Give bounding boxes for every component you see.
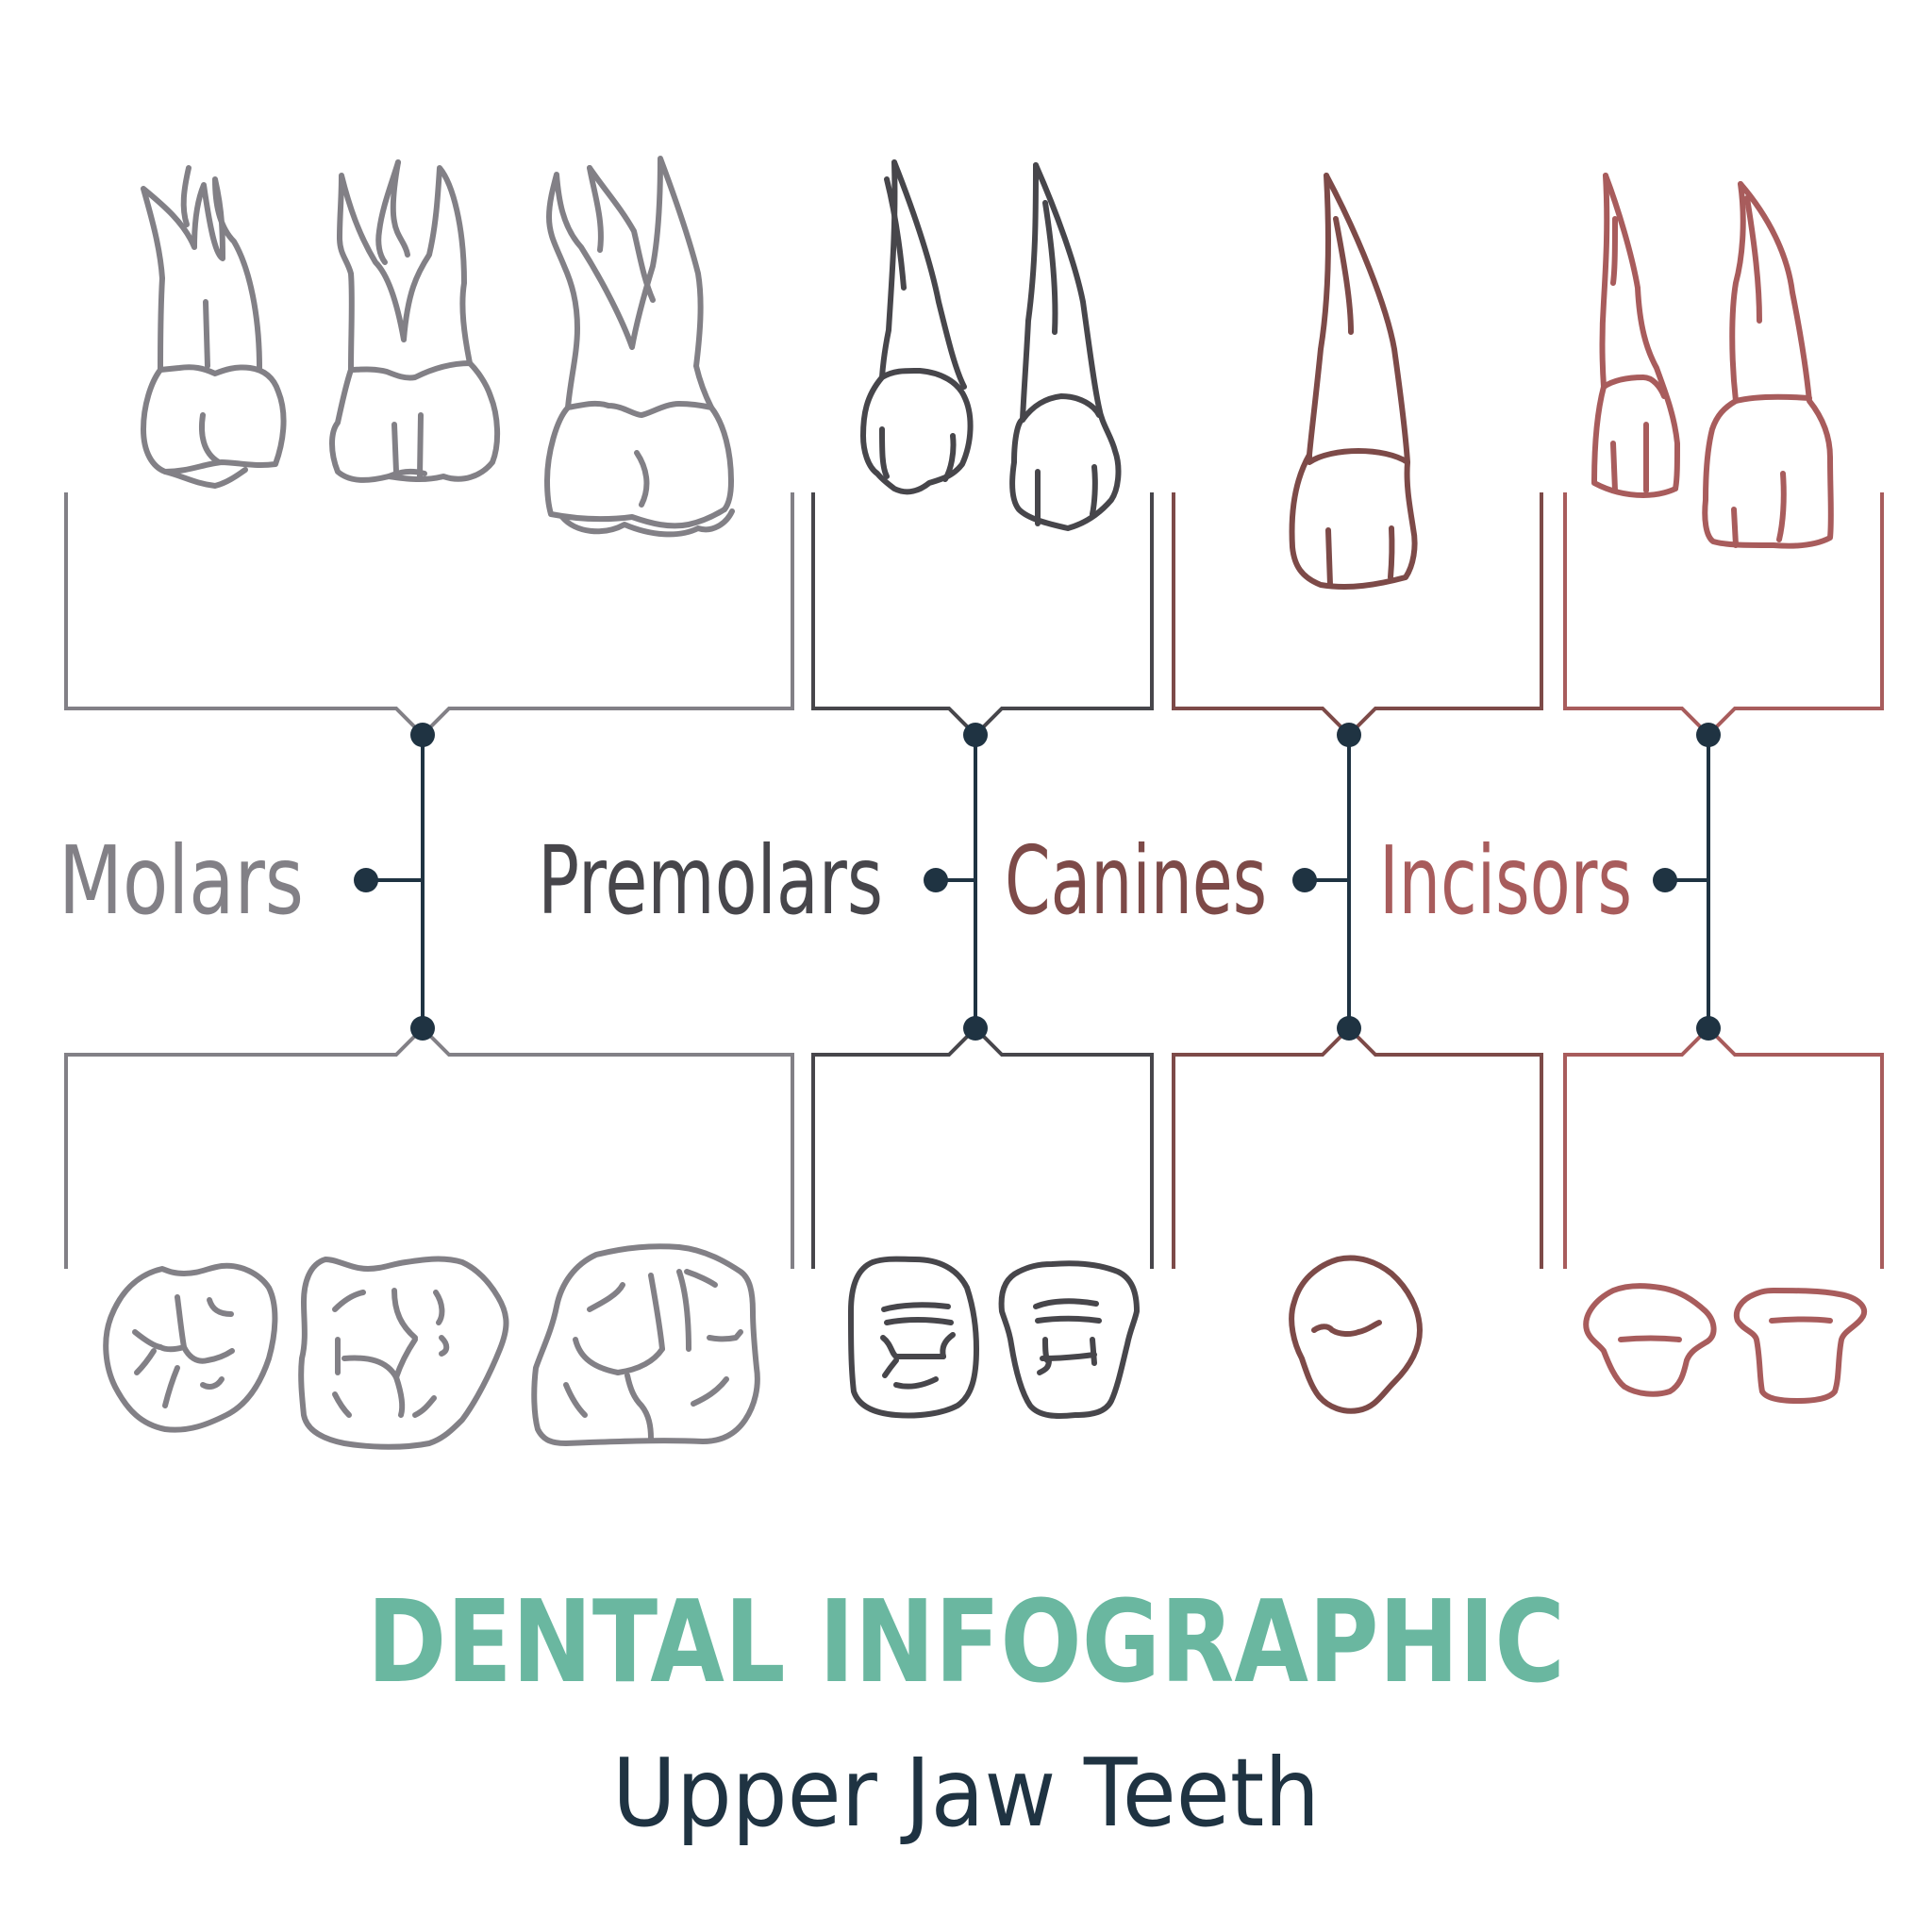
incisors-bottom-node <box>1696 1016 1721 1041</box>
incisors-occlusal-view <box>1583 1283 1868 1404</box>
premolars-top-bracket <box>811 492 1154 738</box>
molars-top-node <box>410 723 435 747</box>
incisor-1-occlusal-icon <box>1583 1283 1717 1397</box>
molar-1-occlusal-icon <box>103 1262 278 1433</box>
molar-3-occlusal-icon <box>531 1243 760 1446</box>
molar-2-occlusal-icon <box>298 1256 509 1450</box>
canine-side-icon <box>1289 173 1418 590</box>
molars-label-node <box>354 868 378 892</box>
page-subtitle: Upper Jaw Teeth <box>612 1738 1320 1848</box>
premolar-2-side-icon <box>1009 162 1122 531</box>
label-canines: Canines <box>1005 825 1267 936</box>
premolar-1-occlusal-icon <box>848 1256 979 1419</box>
canines-top-node <box>1337 723 1361 747</box>
incisors-side-view <box>1591 173 1834 549</box>
canines-occlusal-view <box>1289 1255 1423 1414</box>
incisors-label-node <box>1653 868 1677 892</box>
molars-occlusal-view <box>103 1243 760 1450</box>
molar-1-side-icon <box>141 165 287 489</box>
canines-top-bracket <box>1172 492 1543 738</box>
premolar-1-side-icon <box>860 159 974 495</box>
incisors-top-bracket <box>1563 492 1884 738</box>
canines-label-node <box>1292 868 1317 892</box>
molars-top-bracket <box>64 492 794 738</box>
incisor-2-occlusal-icon <box>1734 1288 1868 1404</box>
premolars-label-node <box>924 868 948 892</box>
page-title: DENTAL INFOGRAPHIC <box>367 1577 1565 1708</box>
molar-2-side-icon <box>329 159 501 483</box>
category-labels: Molars Premolars Canines Incisors <box>58 825 1632 936</box>
canines-side-view <box>1289 173 1418 590</box>
label-molars: Molars <box>58 825 304 936</box>
molar-3-side-icon <box>544 156 735 538</box>
connectors <box>354 723 1721 1041</box>
molars-bottom-bracket <box>64 1025 794 1269</box>
incisor-1-side-icon <box>1591 173 1680 498</box>
incisor-2-side-icon <box>1702 181 1834 549</box>
premolars-bottom-bracket <box>811 1025 1154 1269</box>
incisors-top-node <box>1696 723 1721 747</box>
canines-bottom-bracket <box>1172 1025 1543 1269</box>
label-premolars: Premolars <box>538 825 883 936</box>
premolars-side-view <box>860 159 1122 531</box>
premolars-bottom-node <box>963 1016 988 1041</box>
premolars-occlusal-view <box>848 1256 1140 1419</box>
canine-occlusal-icon <box>1289 1255 1423 1414</box>
molars-bottom-node <box>410 1016 435 1041</box>
molars-side-view <box>141 156 735 538</box>
canines-bottom-node <box>1337 1016 1361 1041</box>
premolars-top-node <box>963 723 988 747</box>
incisors-bottom-bracket <box>1563 1025 1884 1269</box>
premolar-2-occlusal-icon <box>998 1260 1140 1419</box>
label-incisors: Incisors <box>1379 825 1632 936</box>
